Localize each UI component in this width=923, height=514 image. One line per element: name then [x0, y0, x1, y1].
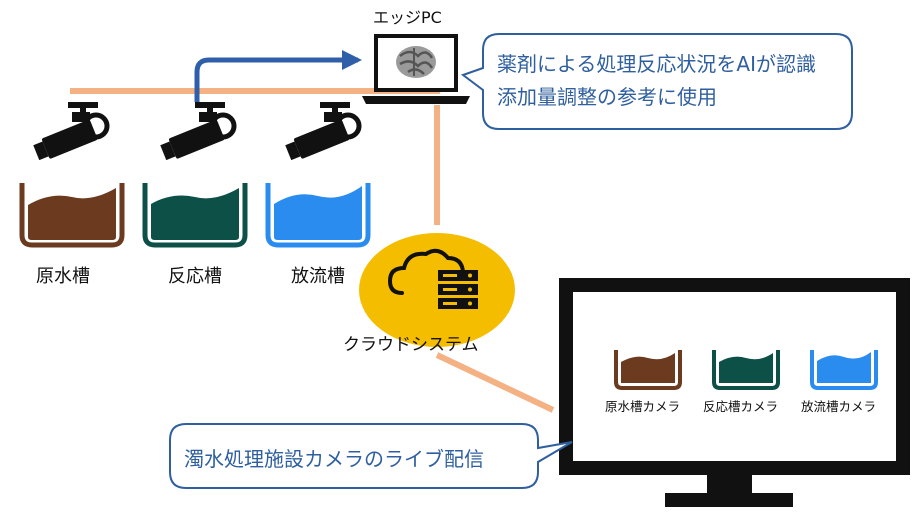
camera-to-pc-arrow [194, 50, 362, 102]
cloud-to-monitor-line [435, 352, 555, 413]
laptop-icon [362, 34, 470, 104]
monitor-tank-raw [614, 350, 682, 390]
monitor-tank-reaction [712, 350, 780, 390]
tank-discharge [265, 183, 371, 248]
ai-callout-line1: 薬剤による処理反応状況をAIが認識 [497, 52, 816, 76]
live-callout-bubble [169, 423, 573, 489]
ai-brain-icon [396, 46, 436, 78]
ai-callout-bubble [460, 33, 853, 130]
tank-label-reaction: 反応槽 [168, 266, 222, 287]
live-callout-text: 濁水処理施設カメラのライブ配信 [184, 447, 484, 471]
cloud-icon [387, 248, 465, 295]
server-icon [438, 270, 478, 309]
monitor-camera-label-discharge: 放流槽カメラ [801, 399, 877, 414]
ai-callout-line2: 添加量調整の参考に使用 [497, 85, 717, 109]
tank-label-raw: 原水槽 [36, 266, 90, 287]
monitor-camera-label-raw: 原水槽カメラ [605, 399, 681, 414]
cloud-system-node [359, 233, 515, 347]
camera-icon [284, 102, 359, 163]
monitor-camera-label-reaction: 反応槽カメラ [703, 399, 779, 414]
tank-label-discharge: 放流槽 [291, 266, 345, 287]
camera-icon [159, 102, 234, 163]
camera-icon [32, 102, 107, 163]
cloud-system-label: クラウドシステム [343, 335, 479, 355]
monitor-tank-discharge [810, 350, 878, 390]
tank-reaction [142, 183, 248, 248]
edge-pc-label: エッジPC [373, 8, 442, 27]
tank-raw-water [19, 183, 125, 248]
